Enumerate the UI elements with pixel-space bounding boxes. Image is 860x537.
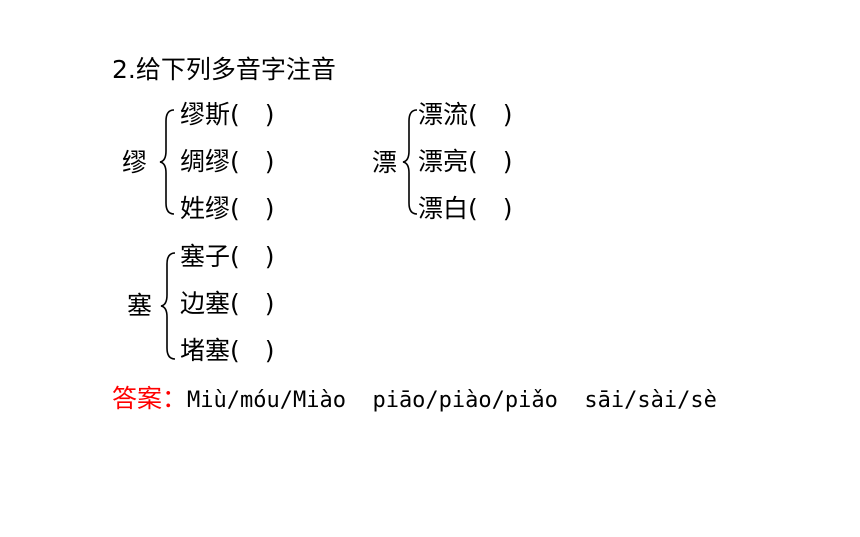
brace-piao	[402, 109, 418, 215]
group-char-miu: 缪	[122, 148, 148, 177]
answer-label: 答案：	[112, 384, 188, 413]
brace-sai	[160, 252, 176, 360]
item-choumou: 绸缪( )	[180, 147, 275, 176]
item-miusi: 缪斯( )	[180, 100, 275, 129]
question-title: 2.给下列多音字注音	[112, 55, 336, 84]
item-biansai: 边塞( )	[180, 289, 275, 318]
brace-miu	[159, 109, 175, 215]
item-piaoliu: 漂流( )	[418, 100, 513, 129]
item-piaobai: 漂白( )	[418, 194, 513, 223]
item-dusai: 堵塞( )	[180, 336, 275, 365]
item-xingmiao: 姓缪( )	[180, 194, 275, 223]
answer-text: Miù/móu/Miào piāo/piào/piǎo sāi/sài/sè	[187, 388, 717, 413]
group-char-piao: 漂	[372, 148, 398, 177]
answer-line: 答案：Miù/móu/Miào piāo/piào/piǎo sāi/sài/s…	[112, 384, 717, 416]
item-piaoliang: 漂亮( )	[418, 147, 513, 176]
item-saizi: 塞子( )	[180, 242, 275, 271]
group-char-sai: 塞	[127, 291, 153, 320]
